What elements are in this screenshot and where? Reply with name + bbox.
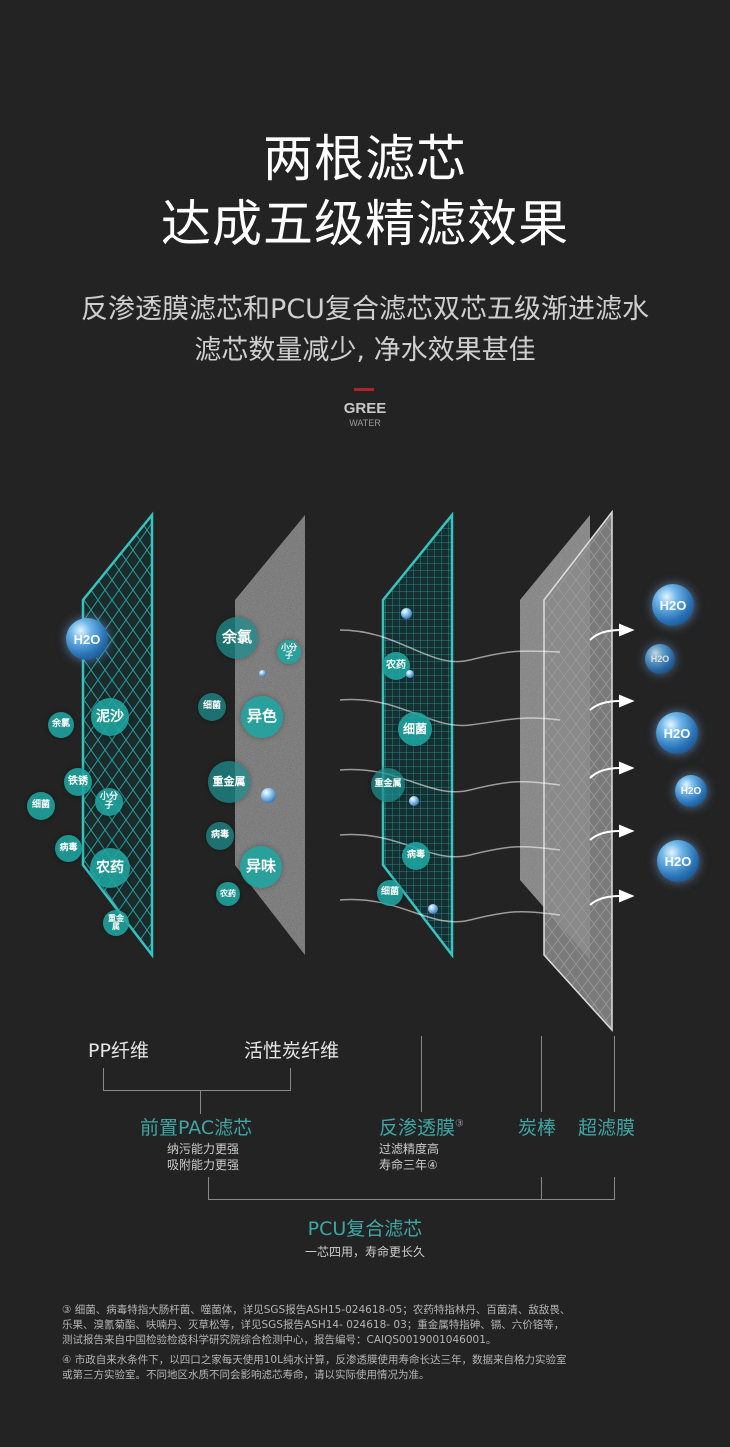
- connector-line: [614, 1036, 615, 1112]
- pac-desc-2: 吸附能力更强: [167, 1158, 240, 1172]
- water-droplet: [261, 788, 276, 803]
- contaminant-bubble: 农药: [216, 882, 240, 906]
- footnote-4-line-2: 或第三方实验室。不同地区水质不同会影响滤芯寿命，请以实际使用情况为准。: [62, 1369, 430, 1381]
- filtration-diagram: H2O 泥沙 余氯 铁锈 细菌 小分子 病毒 农药 重金属 余氯 小分子 细菌 …: [0, 500, 730, 1040]
- contaminant-bubble: 异味: [240, 846, 282, 888]
- contaminant-bubble: 异色: [241, 696, 283, 738]
- h2o-bubble: H2O: [656, 712, 698, 754]
- contaminant-bubble: 重金属: [371, 768, 405, 802]
- water-droplet: [406, 670, 414, 678]
- contaminant-bubble: 铁锈: [64, 768, 92, 796]
- footnote-4-line-1: ④ 市政自来水条件下，以四口之家每天使用10L纯水计算，反渗透膜使用寿命长达三年…: [62, 1354, 567, 1366]
- contaminant-bubble: 重金属: [208, 761, 250, 803]
- ro-desc-1: 过滤精度高: [379, 1142, 440, 1156]
- connector-line: [208, 1199, 615, 1200]
- connector-line: [614, 1177, 615, 1200]
- label-pp-fiber: PP纤维: [88, 1040, 149, 1062]
- connector-line: [421, 1036, 422, 1112]
- footnote-ref-3: ③: [455, 1118, 464, 1130]
- title-line-2: 达成五级精滤效果: [161, 195, 569, 253]
- contaminant-bubble: 病毒: [402, 842, 430, 870]
- footnote-3-line-3: 测试报告来自中国检验检疫科学研究院综合检测中心，报告编号：CAIQS001900…: [62, 1334, 497, 1346]
- connector-line: [290, 1068, 291, 1091]
- connector-line: [541, 1177, 542, 1200]
- connector-line: [541, 1036, 542, 1112]
- connector-line: [200, 1090, 201, 1114]
- contaminant-bubble: 细菌: [377, 880, 403, 906]
- contaminant-bubble: 细菌: [27, 792, 55, 820]
- brand-logo-sub: WATER: [349, 418, 381, 428]
- h2o-bubble: H2O: [66, 618, 108, 660]
- contaminant-bubble: 重金属: [103, 910, 129, 936]
- label-carbon-fiber: 活性炭纤维: [244, 1040, 340, 1062]
- label-uf-membrane: 超滤膜: [578, 1117, 636, 1139]
- contaminant-bubble: 泥沙: [91, 698, 129, 736]
- contaminant-bubble: 细菌: [398, 712, 432, 746]
- subtitle-line-2: 滤芯数量减少, 净水效果甚佳: [194, 335, 536, 366]
- contaminant-bubble: 农药: [382, 652, 410, 680]
- connector-line: [103, 1090, 291, 1091]
- connector-line: [103, 1068, 104, 1091]
- brand-logo: GREE: [343, 400, 387, 417]
- water-droplet: [259, 670, 266, 677]
- connector-line: [208, 1177, 209, 1200]
- water-droplet: [409, 796, 419, 806]
- contaminant-bubble: 小分子: [277, 640, 301, 664]
- pcu-desc: 一芯四用，寿命更长久: [304, 1245, 425, 1259]
- ro-desc-2: 寿命三年④: [379, 1158, 438, 1172]
- label-ro-membrane: 反渗透膜③: [379, 1117, 464, 1139]
- contaminant-bubble: 小分子: [95, 788, 123, 816]
- h2o-bubble: H2O: [675, 775, 707, 807]
- water-droplet: [428, 904, 438, 914]
- title-line-1: 两根滤芯: [263, 130, 467, 188]
- contaminant-bubble: 余氯: [48, 712, 74, 738]
- h2o-bubble: H2O: [652, 584, 694, 626]
- label-pcu-filter: PCU复合滤芯: [307, 1218, 423, 1240]
- h2o-bubble: H2O: [645, 644, 675, 674]
- contaminant-bubble: 农药: [90, 848, 130, 888]
- subtitle-line-1: 反渗透膜滤芯和PCU复合滤芯双芯五级渐进滤水: [81, 294, 649, 325]
- filter-layers-graphic: [81, 509, 635, 1032]
- h2o-bubble: H2O: [657, 840, 699, 882]
- footnote-3-line-2: 乐果、溴氰菊酯、呋喃丹、灭草松等，详见SGS报告ASH14- 024618- 0…: [62, 1319, 565, 1331]
- contaminant-bubble: 细菌: [198, 693, 226, 721]
- logo-accent-bar: [354, 388, 374, 391]
- contaminant-bubble: 病毒: [55, 835, 82, 862]
- label-pac-filter: 前置PAC滤芯: [140, 1117, 253, 1139]
- pac-desc-1: 纳污能力更强: [167, 1142, 240, 1156]
- contaminant-bubble: 病毒: [206, 822, 234, 850]
- label-carbon-rod: 炭棒: [518, 1117, 557, 1139]
- water-droplet: [401, 608, 412, 619]
- footnote-3-line-1: ③ 细菌、病毒特指大肠杆菌、噬菌体，详见SGS报告ASH15-024618-05…: [62, 1304, 571, 1316]
- contaminant-bubble: 余氯: [216, 617, 258, 659]
